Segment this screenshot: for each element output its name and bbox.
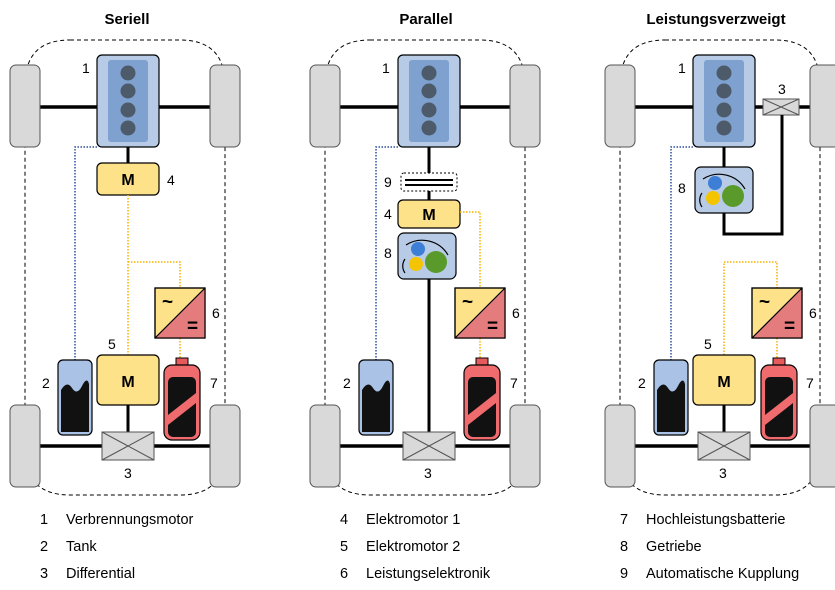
differential-icon (402, 431, 456, 461)
battery-icon (463, 357, 501, 441)
svg-text:5: 5 (704, 336, 712, 352)
clutch-icon (400, 172, 458, 192)
svg-text:3: 3 (778, 81, 786, 97)
engine-icon (692, 54, 756, 148)
label-9: 9 (384, 174, 392, 190)
label-1: 1 (82, 60, 90, 76)
tank-icon (57, 359, 93, 436)
svg-text:7: 7 (510, 375, 518, 391)
svg-text:M: M (121, 374, 134, 391)
svg-text:7: 7 (806, 375, 814, 391)
svg-text:~: ~ (759, 292, 770, 313)
title-split: Leistungsverzweigt (646, 11, 785, 28)
wheel (209, 404, 241, 488)
label-3: 3 (124, 465, 132, 481)
svg-text:3: 3 (719, 465, 727, 481)
title-serial: Seriell (104, 11, 149, 28)
svg-text:6: 6 (809, 305, 817, 321)
svg-text:4: 4 (384, 206, 392, 222)
battery-icon (760, 357, 798, 441)
differential-icon (101, 431, 155, 461)
split-diagram: 1 3 8 ~ = 6 2 M 5 7 3 (604, 39, 835, 496)
engine-icon (96, 54, 160, 148)
motor-1 (397, 199, 461, 229)
svg-text:3: 3 (424, 465, 432, 481)
gearbox-icon (694, 166, 754, 214)
label-7: 7 (210, 375, 218, 391)
svg-text:~: ~ (162, 292, 173, 313)
svg-text:1: 1 (382, 60, 390, 76)
wheel (9, 404, 41, 488)
gearbox-icon (397, 232, 457, 280)
svg-text:M: M (422, 207, 435, 224)
wheel (209, 64, 241, 148)
fuel-line (74, 146, 97, 360)
tank-icon (653, 359, 689, 436)
front-differential-icon (762, 98, 800, 116)
svg-text:~: ~ (462, 292, 473, 313)
label-8: 8 (384, 245, 392, 261)
car-outline (24, 39, 226, 496)
label-2: 2 (42, 375, 50, 391)
tank-icon (358, 359, 394, 436)
battery-icon (163, 357, 201, 441)
svg-text:=: = (187, 316, 198, 337)
parallel-diagram: 1 9 M 4 8 ~ = 6 2 7 3 (309, 39, 541, 496)
serial-diagram: 1 M 4 ~ = 6 2 M 5 7 3 (9, 39, 241, 496)
svg-text:2: 2 (638, 375, 646, 391)
svg-text:2: 2 (343, 375, 351, 391)
wheel (9, 64, 41, 148)
label-5: 5 (108, 336, 116, 352)
svg-text:6: 6 (512, 305, 520, 321)
engine-icon (397, 54, 461, 148)
label-4: 4 (167, 172, 175, 188)
svg-text:=: = (784, 316, 795, 337)
svg-text:1: 1 (678, 60, 686, 76)
differential-icon (697, 431, 751, 461)
title-parallel: Parallel (399, 11, 452, 28)
svg-text:M: M (717, 374, 730, 391)
svg-text:M: M (121, 172, 134, 189)
label-6: 6 (212, 305, 220, 321)
svg-text:=: = (487, 316, 498, 337)
svg-text:8: 8 (678, 180, 686, 196)
